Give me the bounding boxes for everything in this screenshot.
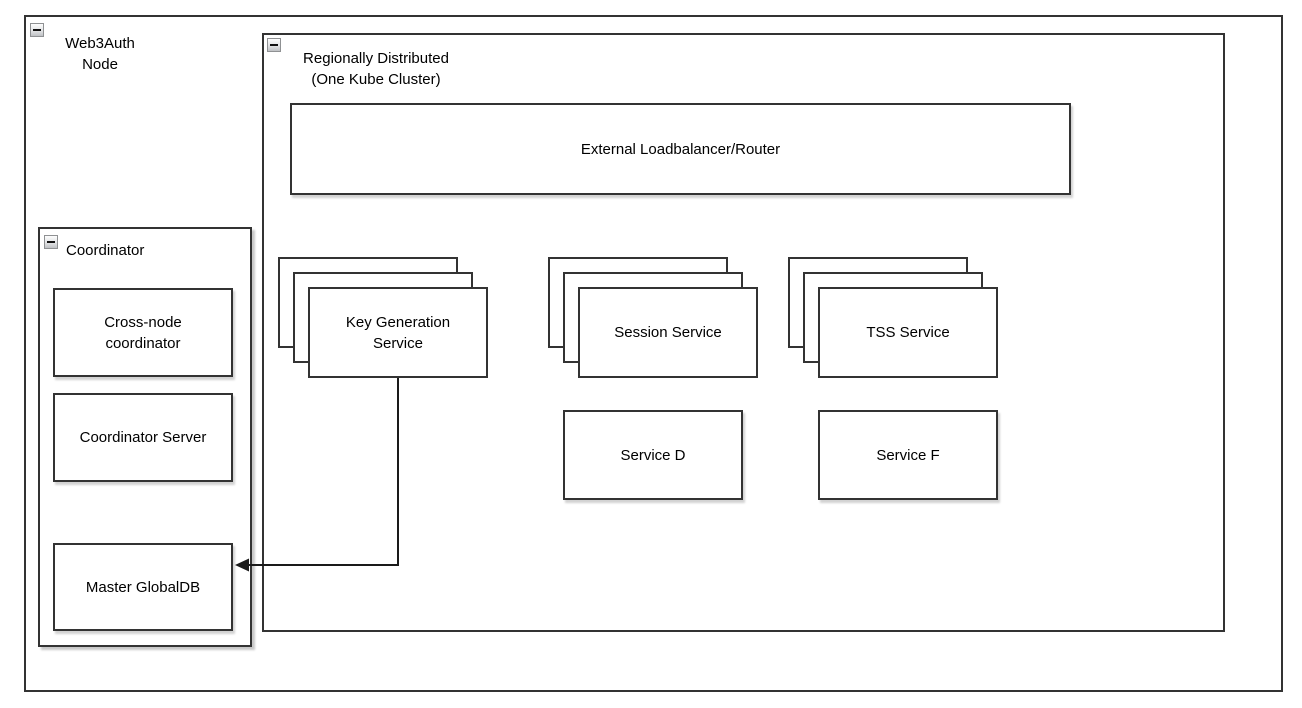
node-label: Coordinator Server [79, 429, 207, 446]
stack-card-front[interactable]: TSS Service [818, 287, 998, 378]
node-cross-node-coordinator[interactable]: Cross-node coordinator [53, 288, 233, 377]
container-title-regionally-distributed: Regionally Distributed (One Kube Cluster… [303, 50, 449, 88]
minus-icon [47, 241, 55, 243]
collapse-minus-icon[interactable] [44, 235, 58, 249]
node-label: Session Service [614, 324, 722, 341]
node-service-f[interactable]: Service F [818, 410, 998, 500]
node-label: Master GlobalDB [85, 578, 201, 596]
minus-icon [33, 29, 41, 31]
node-label: Cross-node coordinator [104, 313, 182, 352]
node-coordinator-server[interactable]: Coordinator Server [53, 393, 233, 482]
node-stack-tss-service[interactable]: TSS Service [788, 257, 1000, 380]
minus-icon [270, 44, 278, 46]
container-title-web3auth-node: Web3Auth Node [65, 35, 135, 73]
node-label: External Loadbalancer/Router [580, 140, 781, 158]
container-coordinator[interactable]: Coordinator Cross-node coordinator Coord… [38, 227, 252, 647]
collapse-minus-icon[interactable] [30, 23, 44, 37]
node-label: Service F [876, 446, 940, 464]
node-service-d[interactable]: Service D [563, 410, 743, 500]
stack-card-front[interactable]: Session Service [578, 287, 758, 378]
node-label: Service D [620, 446, 686, 464]
container-web3auth-node[interactable]: Web3Auth Node Regionally Distributed (On… [24, 15, 1283, 692]
stack-card-front[interactable]: Key Generation Service [308, 287, 488, 378]
node-external-loadbalancer[interactable]: External Loadbalancer/Router [290, 103, 1071, 195]
node-master-globaldb[interactable]: Master GlobalDB [53, 543, 233, 631]
node-label: Key Generation Service [345, 313, 451, 352]
node-stack-key-generation-service[interactable]: Key Generation Service [278, 257, 490, 380]
node-stack-session-service[interactable]: Session Service [548, 257, 760, 380]
container-regionally-distributed[interactable]: Regionally Distributed (One Kube Cluster… [262, 33, 1225, 632]
node-label: TSS Service [866, 324, 950, 341]
container-title-coordinator: Coordinator [66, 242, 145, 259]
collapse-minus-icon[interactable] [267, 38, 281, 52]
